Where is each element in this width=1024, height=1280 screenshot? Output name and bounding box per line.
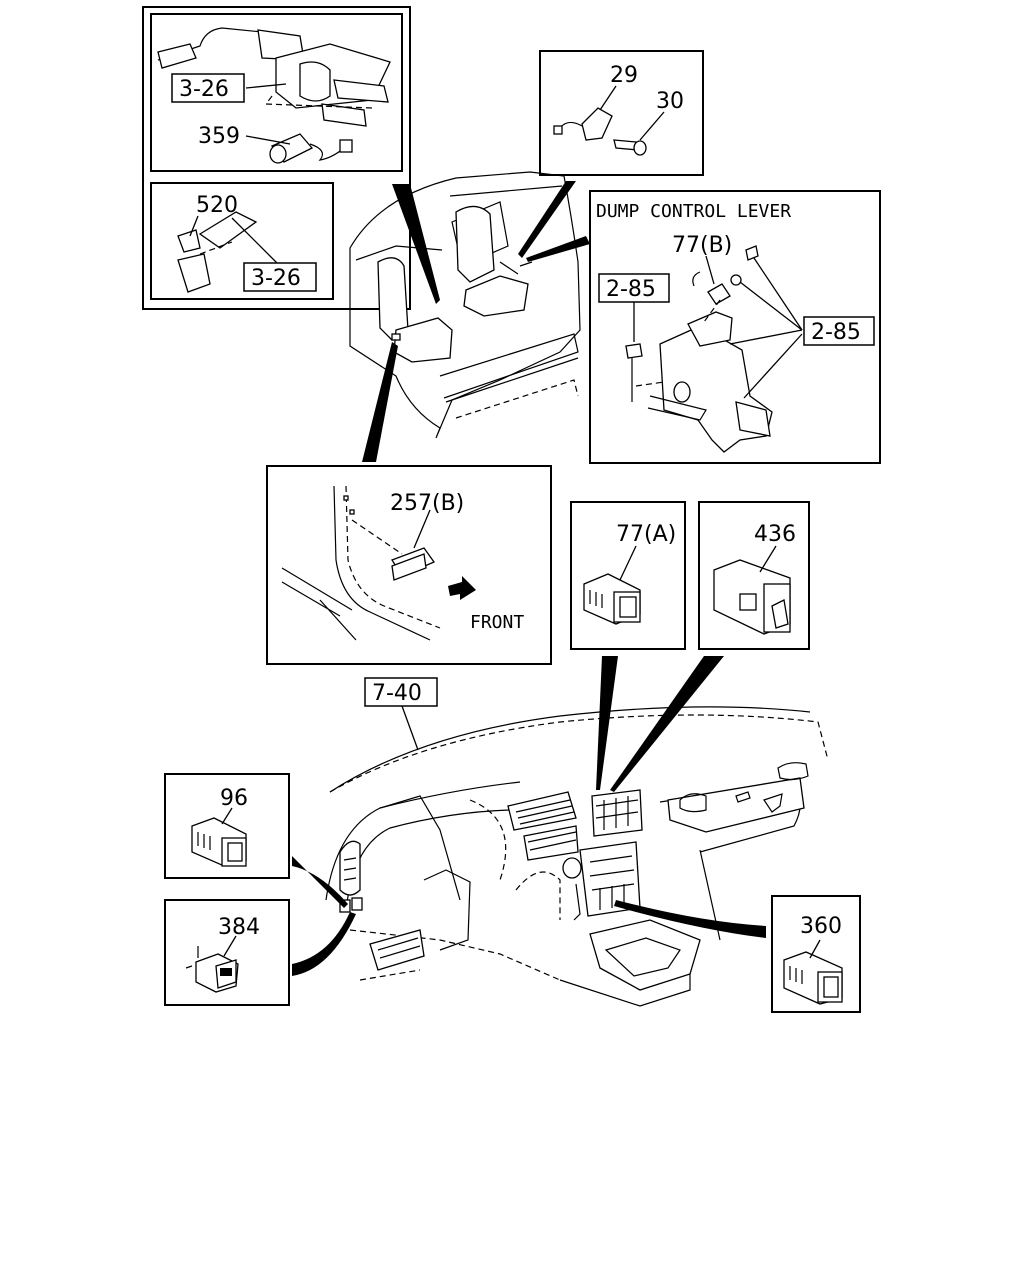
- part-520-label: 520: [196, 193, 238, 218]
- panel-switch-77a: 77(A): [570, 501, 686, 650]
- pointer-wedge-switch-257b: [362, 342, 398, 462]
- pointer-wedge-384: [292, 912, 356, 976]
- panel-switch-436: 436: [698, 501, 810, 650]
- ref-2-85-right-label: 2-85: [811, 320, 861, 345]
- part-77a-label: 77(A): [616, 522, 676, 547]
- front-label: FRONT: [470, 612, 524, 633]
- panel-switch-96: 96: [164, 773, 290, 879]
- pointer-wedge-360: [614, 900, 766, 938]
- panel-switch-360: 360: [771, 895, 861, 1013]
- panel-dump-control-lever: DUMP CONTROL LEVER 77(B) 2-85 2-85: [589, 190, 881, 464]
- cab-outline: [349, 171, 581, 439]
- dump-control-title: DUMP CONTROL LEVER: [596, 201, 791, 222]
- part-384-label: 384: [218, 915, 260, 940]
- part-30-label: 30: [656, 89, 684, 114]
- ref-7-40-label: 7-40: [372, 681, 422, 706]
- part-29-label: 29: [610, 63, 638, 88]
- ref-7-40-leader: [401, 705, 419, 751]
- dashboard-outline: [325, 706, 829, 1007]
- part-96-label: 96: [220, 786, 248, 811]
- part-359-label: 359: [198, 124, 240, 149]
- ref-7-40-box: [364, 677, 438, 707]
- pointer-wedge-bracket: [518, 181, 576, 258]
- pointer-wedge-96: [292, 856, 348, 908]
- part-436-label: 436: [754, 522, 796, 547]
- ref-3-26-bottom-label: 3-26: [251, 266, 301, 291]
- panel-mirror-assembly: 3-26 359 520 3-26: [142, 6, 411, 310]
- part-257b-label: 257(B): [390, 491, 464, 516]
- panel-switch-384: 384: [164, 899, 290, 1006]
- part-360-label: 360: [800, 914, 842, 939]
- pointer-wedge-mirror: [392, 184, 440, 304]
- ref-3-26-top-label: 3-26: [179, 77, 229, 102]
- part-77b-label: 77(B): [672, 233, 732, 258]
- ref-2-85-left-label: 2-85: [606, 277, 656, 302]
- pointer-wedge-dump: [526, 236, 590, 262]
- panel-bracket-bolt: 29 30: [539, 50, 704, 176]
- panel-switch-257b: 257(B) FRONT: [266, 465, 552, 665]
- pointer-wedge-436: [610, 656, 724, 792]
- pointer-wedge-77a: [596, 656, 618, 790]
